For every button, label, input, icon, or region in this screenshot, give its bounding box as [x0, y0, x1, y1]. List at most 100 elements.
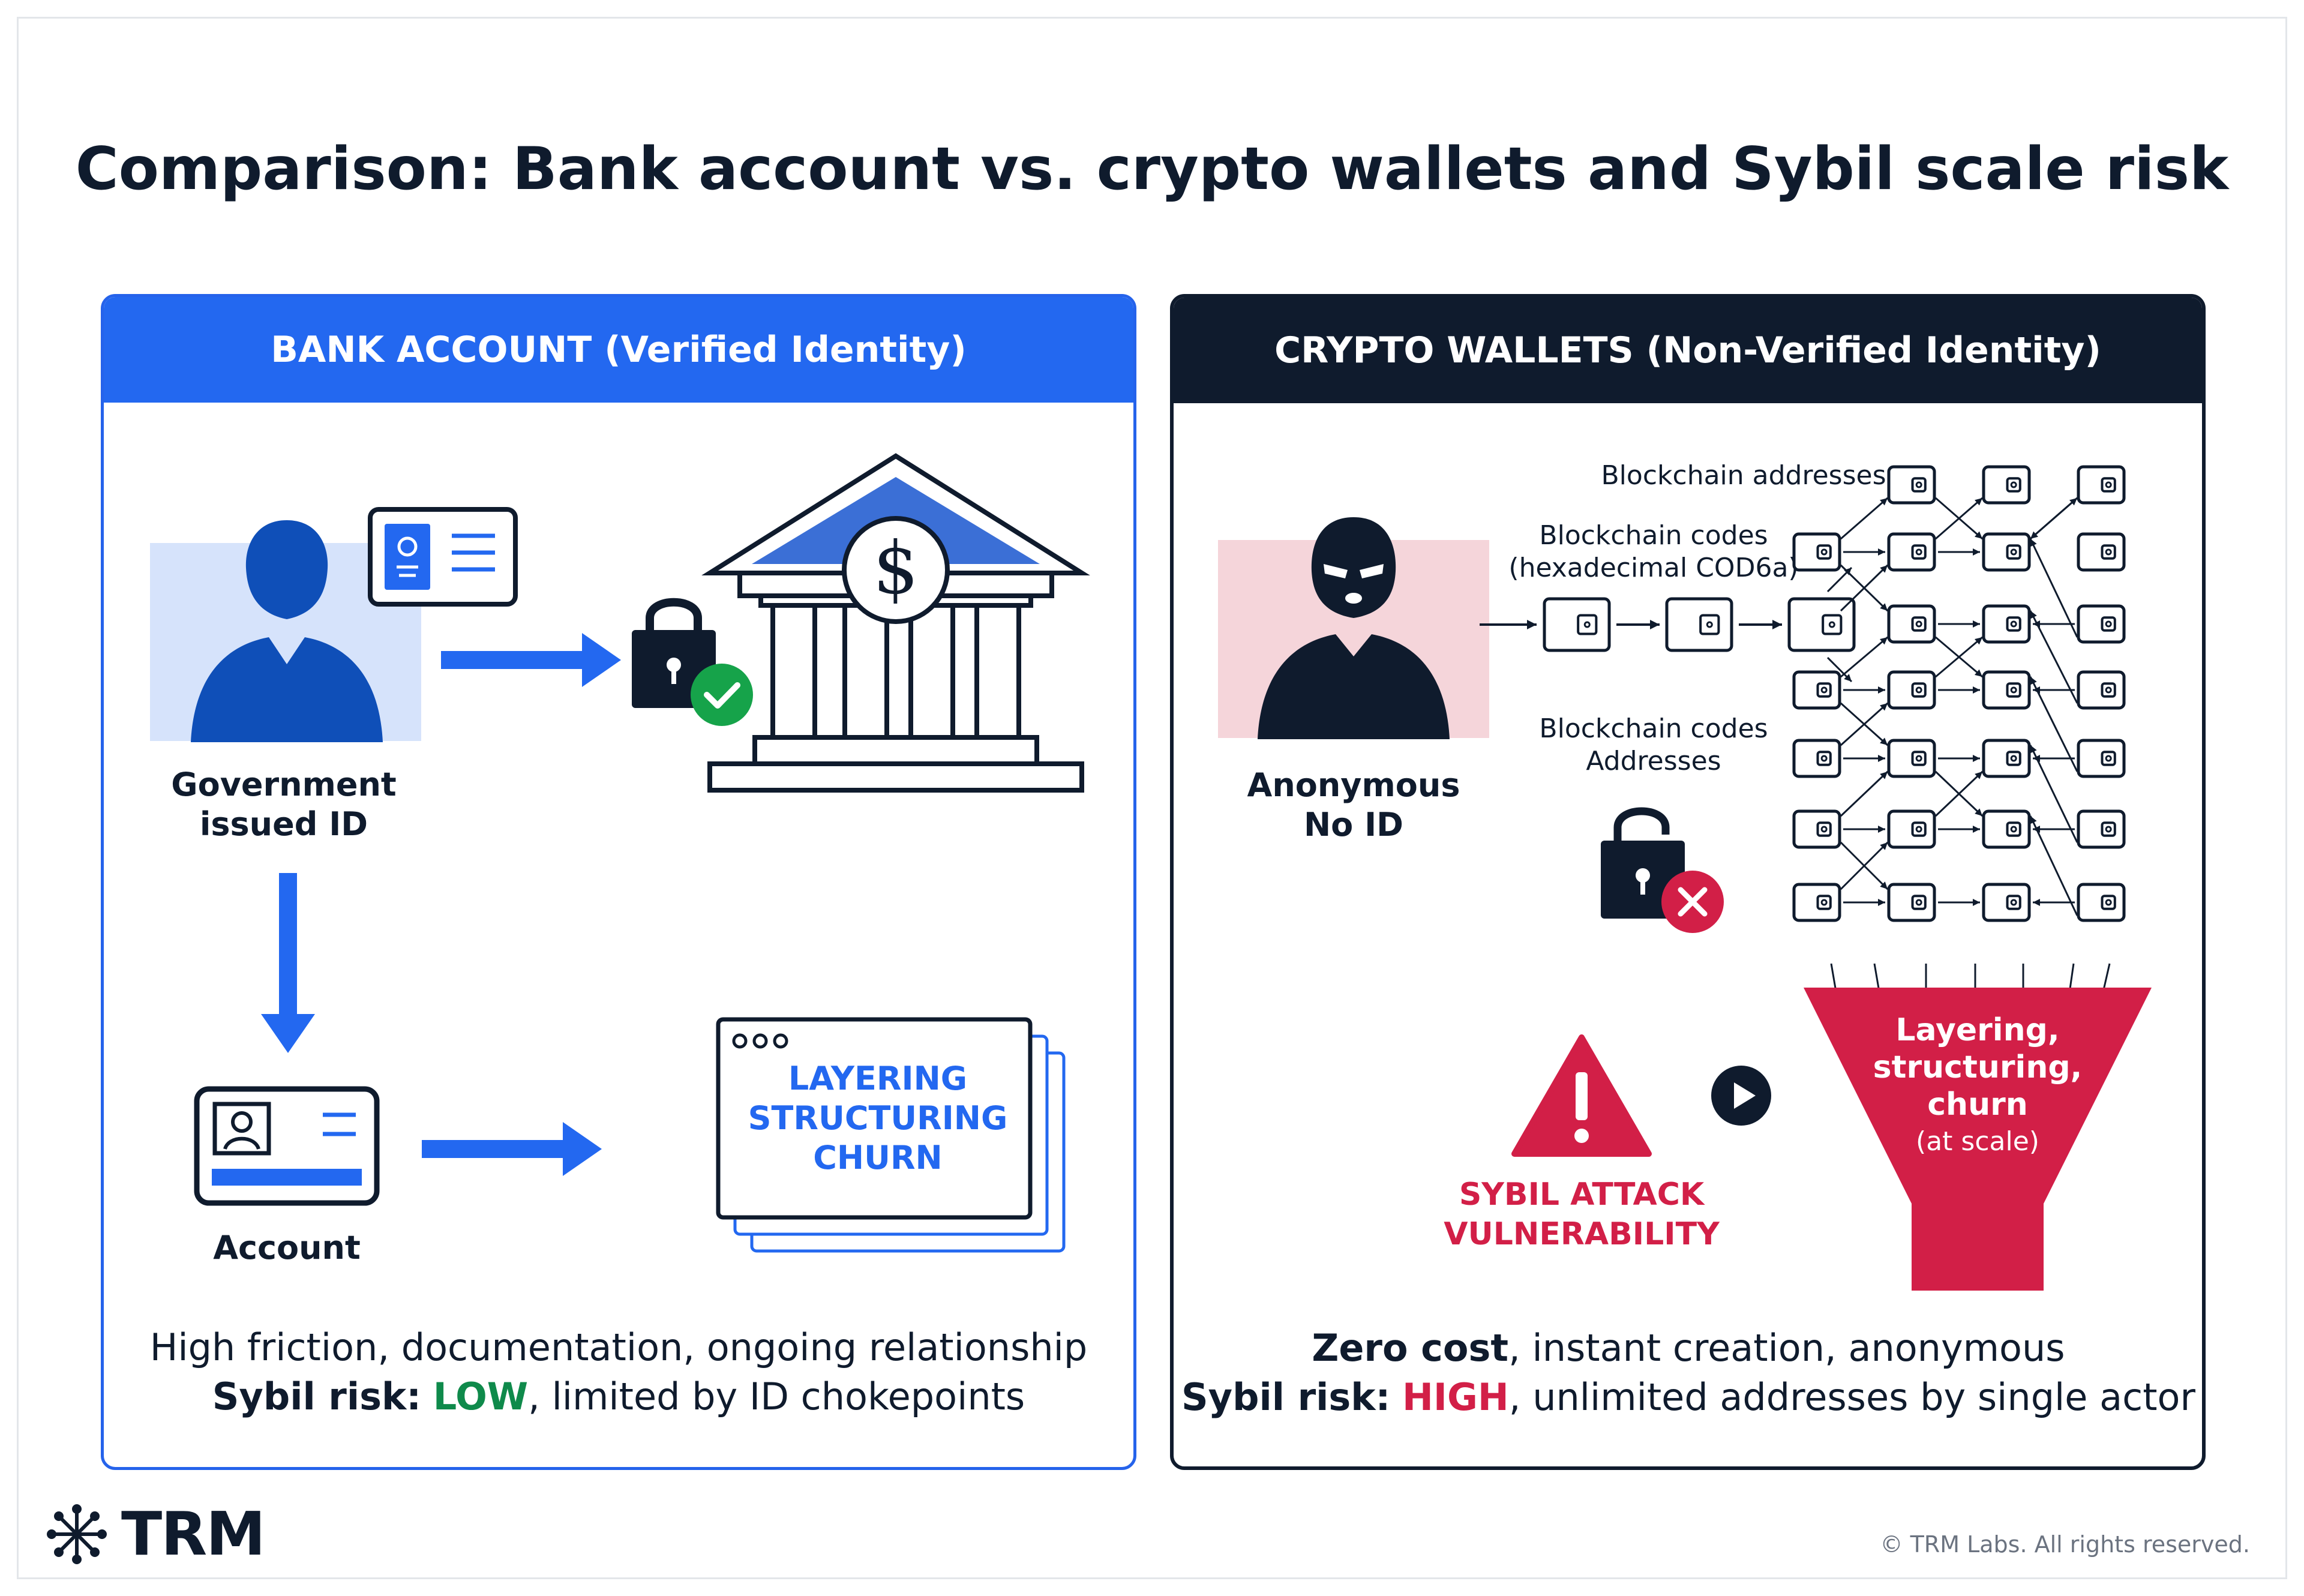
flow-arrow — [1934, 770, 1984, 817]
sybil-warning-line2: VULNERABILITY — [1444, 1216, 1720, 1252]
crypto-summary: Zero cost, instant creation, anonymous S… — [1174, 1324, 2202, 1422]
wallet-icon — [1887, 670, 1936, 710]
wallet-icon — [2077, 604, 2126, 644]
funnel-line3: churn — [1927, 1087, 2028, 1123]
flow-arrow — [1840, 841, 1889, 890]
bank-summary-line1: High friction, documentation, ongoing re… — [149, 1325, 1088, 1369]
sybil-warning-line1: SYBIL ATTACK — [1459, 1177, 1705, 1213]
flow-arrow — [1843, 899, 1885, 906]
bank-risk-prefix: Sybil risk: — [212, 1375, 422, 1418]
locked-padlock-icon — [632, 598, 753, 726]
id-card-icon — [368, 507, 518, 607]
layering-line1: LAYERING — [788, 1060, 968, 1097]
wallet-icon — [1792, 739, 1841, 778]
label-blockchain-codes: Blockchain codes (hexadecimal COD6a) — [1486, 520, 1822, 584]
flow-arrow — [1843, 548, 1885, 556]
arrow-down — [261, 873, 315, 1053]
flow-arrow — [1840, 770, 1889, 817]
wallet-icon — [1792, 670, 1841, 710]
flow-arrow — [2033, 826, 2075, 833]
bank-risk-suffix: , limited by ID chokepoints — [528, 1375, 1025, 1418]
trm-logo-text: TRM — [121, 1499, 266, 1569]
wallet-icon — [1887, 883, 1936, 922]
wallet-icon — [2077, 465, 2126, 505]
wallet-icon — [1787, 597, 1856, 652]
layering-line3: CHURN — [813, 1139, 943, 1177]
flow-arrow — [2029, 745, 2078, 843]
government-id-line1: Government — [171, 766, 397, 803]
wallet-icon — [1887, 532, 1936, 572]
anonymous-label: Anonymous No ID — [1210, 766, 1498, 845]
crypto-panel-header: CRYPTO WALLETS (Non-Verified Identity) — [1174, 298, 2202, 403]
flow-arrow — [1826, 656, 1853, 683]
flow-arrow — [1840, 497, 1888, 540]
warning-icon — [1511, 1034, 1652, 1157]
layering-line2: STRUCTURING — [748, 1099, 1008, 1137]
bank-building-icon: $ — [701, 453, 1090, 793]
wallet-icon — [1982, 670, 2031, 710]
wallet-icon — [2077, 739, 2126, 778]
wallet-icon — [1543, 597, 1611, 652]
account-card-icon — [194, 1086, 380, 1206]
flow-arrow — [1938, 548, 1980, 556]
bank-risk-value: LOW — [433, 1375, 529, 1418]
arrow-right-2 — [422, 1122, 602, 1176]
flow-arrow — [1840, 636, 1888, 678]
trm-logo: TRM — [47, 1499, 266, 1569]
wallet-icon — [1887, 809, 1936, 849]
crypto-risk-value: HIGH — [1402, 1375, 1509, 1419]
bank-summary: High friction, documentation, ongoing re… — [104, 1323, 1133, 1421]
flow-arrow — [2029, 676, 2078, 772]
trm-logo-icon — [47, 1504, 107, 1564]
wallet-icon — [1982, 604, 2031, 644]
flow-arrow — [1739, 620, 1782, 629]
copyright-text: © TRM Labs. All rights reserved. — [1880, 1531, 2250, 1558]
bank-summary-line2: Sybil risk: LOW, limited by ID chokepoin… — [104, 1372, 1133, 1421]
flow-arrow — [1938, 826, 1980, 833]
image-frame — [17, 17, 2287, 1579]
flow-arrow — [2030, 497, 2078, 540]
funnel-line1: Layering, — [1895, 1012, 2060, 1048]
wallet-icon — [1982, 809, 2031, 849]
flow-arrow — [1843, 686, 1885, 694]
funnel-line2: structuring, — [1873, 1049, 2083, 1085]
flow-arrow — [1935, 497, 1983, 540]
government-id-label: Government issued ID — [140, 765, 428, 844]
government-id-line2: issued ID — [199, 805, 368, 843]
wallet-icon — [1792, 883, 1841, 922]
bank-account-panel: BANK ACCOUNT (Verified Identity) Governm… — [101, 294, 1136, 1470]
person-icon — [191, 520, 383, 742]
label-blockchain-codes-addresses: Blockchain codes Addresses — [1486, 713, 1822, 778]
crypto-risk-prefix: Sybil risk: — [1181, 1375, 1391, 1419]
arrow-right-1 — [441, 633, 621, 687]
funnel-text: Layering, structuring, churn (at scale) — [1822, 1012, 2134, 1160]
wallet-icon — [2077, 670, 2126, 710]
wallet-icon — [1887, 604, 1936, 644]
funnel-icon — [1804, 988, 2152, 1291]
flow-arrow — [2029, 815, 2078, 916]
flow-arrow — [1480, 620, 1537, 629]
flow-arrow — [1843, 755, 1885, 762]
crypto-summary-rest: , instant creation, anonymous — [1508, 1326, 2065, 1370]
svg-text:$: $ — [873, 527, 919, 610]
unlocked-padlock-icon — [1601, 807, 1724, 933]
wallet-icon — [1792, 809, 1841, 849]
wallet-icon — [2077, 883, 2126, 922]
layering-text: LAYERING STRUCTURING CHURN — [722, 1059, 1034, 1178]
flow-arrow — [1938, 899, 1980, 906]
crypto-summary-line2: Sybil risk: HIGH, unlimited addresses by… — [1174, 1373, 2202, 1422]
label-codes2-line2: Addresses — [1586, 746, 1721, 776]
funnel-line4: (at scale) — [1916, 1126, 2039, 1157]
wallet-icon — [1982, 739, 2031, 778]
crypto-summary-line1: Zero cost, instant creation, anonymous — [1174, 1324, 2202, 1373]
crypto-wallets-panel: CRYPTO WALLETS (Non-Verified Identity) A… — [1170, 294, 2206, 1470]
flow-arrow — [1840, 702, 1889, 746]
check-badge — [691, 664, 753, 726]
wallet-icon — [1887, 739, 1936, 778]
flow-arrow — [1938, 755, 1980, 762]
bank-panel-header: BANK ACCOUNT (Verified Identity) — [104, 297, 1133, 403]
page-title: Comparison: Bank account vs. crypto wall… — [75, 135, 2229, 203]
flow-arrow — [1840, 564, 1889, 612]
flow-arrow — [2029, 610, 2078, 704]
flow-arrow — [1938, 620, 1980, 628]
